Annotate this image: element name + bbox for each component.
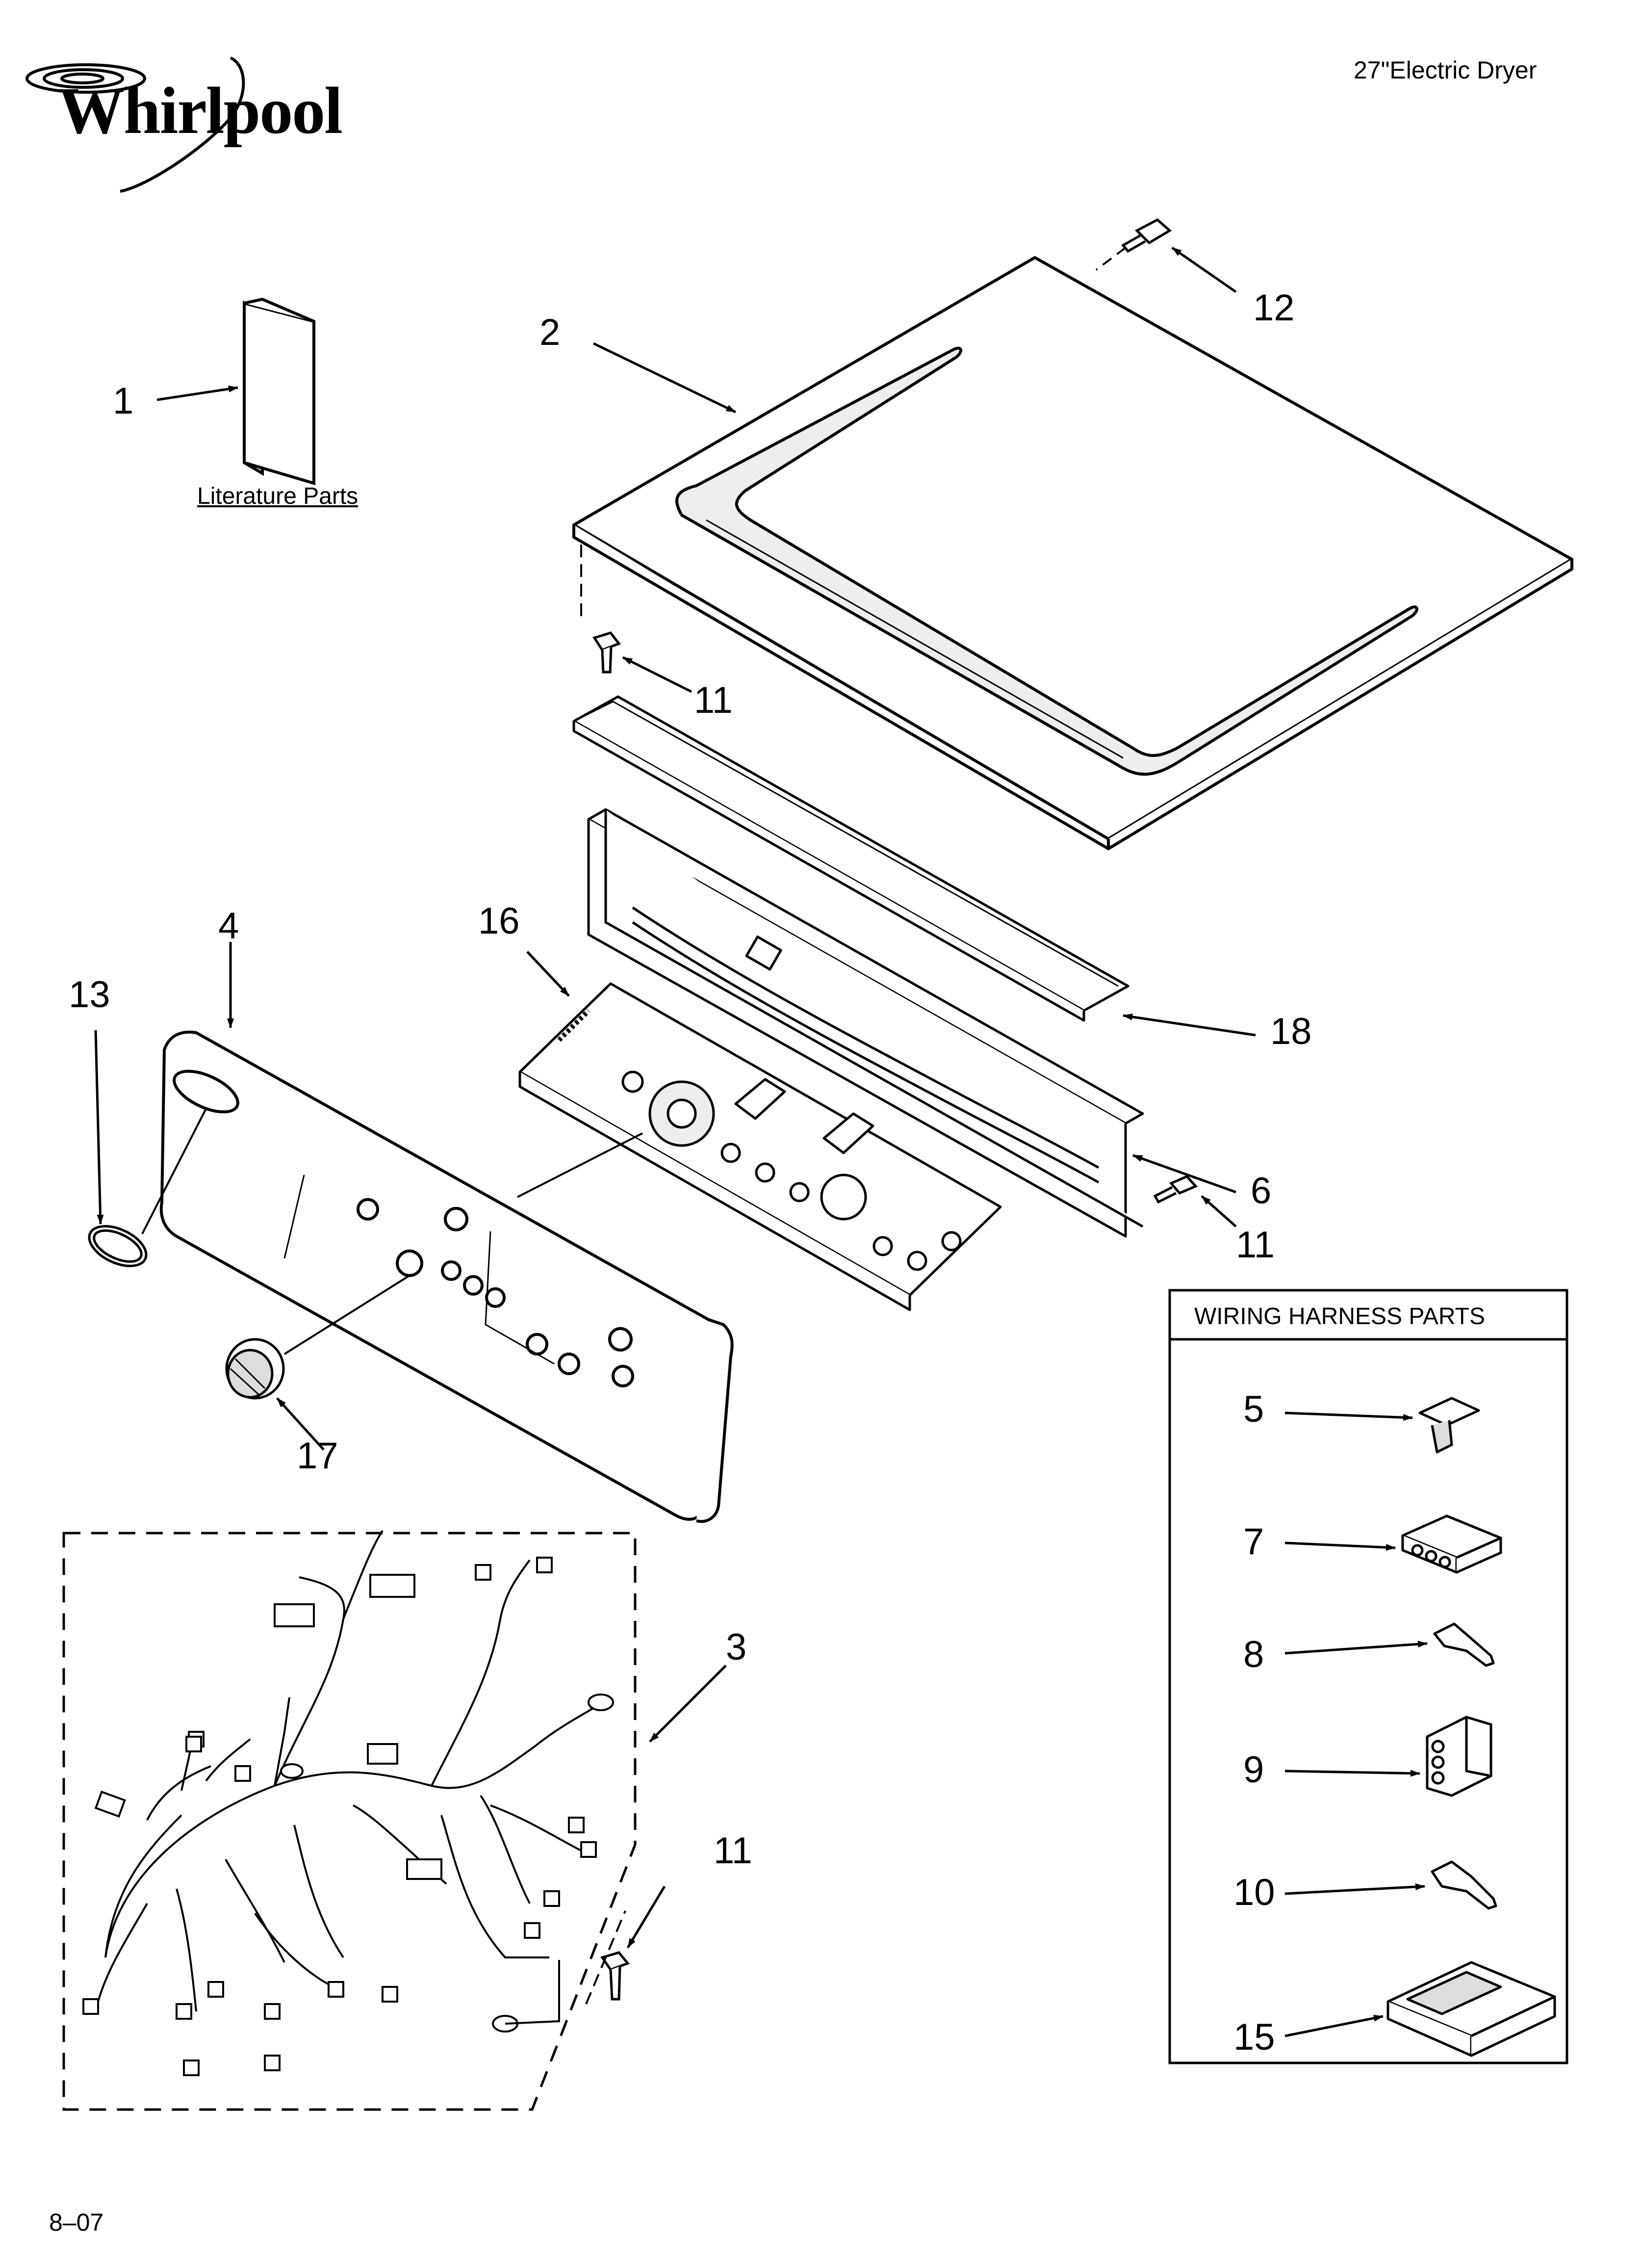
wiring-harness-title: WIRING HARNESS PARTS	[1194, 1303, 1485, 1330]
housing-9-icon	[1426, 1716, 1492, 1797]
callout-16: 16	[478, 900, 520, 942]
leader-8	[1284, 1641, 1428, 1655]
control-board-16	[518, 982, 1002, 1311]
leader-1	[156, 385, 238, 401]
callout-8: 8	[1243, 1634, 1264, 1675]
top-panel	[572, 256, 1573, 850]
clip-5-icon	[1418, 1397, 1480, 1454]
screw-11-right-icon	[1153, 1174, 1198, 1204]
callout-11-lower: 11	[714, 1830, 752, 1872]
callout-9: 9	[1243, 1749, 1264, 1791]
callout-10: 10	[1233, 1872, 1275, 1913]
leader-17	[276, 1397, 325, 1451]
terminal-10-icon	[1431, 1860, 1497, 1910]
dash-knob	[283, 1275, 410, 1355]
leader-16	[526, 951, 570, 997]
bracket-18	[572, 695, 1129, 1022]
terminal-8-icon	[1433, 1622, 1495, 1667]
wiring-harness-box	[1168, 1289, 1568, 2064]
model-description: 27"Electric Dryer	[1354, 56, 1537, 84]
leader-5	[1284, 1411, 1413, 1421]
callout-5: 5	[1243, 1388, 1264, 1430]
callout-17: 17	[297, 1435, 338, 1477]
revision-code: 8–07	[49, 2209, 104, 2236]
leader-9	[1284, 1770, 1420, 1777]
callout-15: 15	[1233, 2016, 1275, 2058]
leader-6	[1132, 1154, 1236, 1194]
leader-12	[1171, 246, 1237, 293]
connector-15-icon	[1386, 1961, 1556, 2057]
wiring-harness-3	[82, 1530, 614, 2076]
brand-logo: Whirlpool	[58, 74, 343, 148]
callout-1: 1	[113, 380, 134, 422]
leader-3	[649, 1665, 727, 1743]
callout-4: 4	[218, 905, 239, 947]
leader-10	[1284, 1883, 1425, 1895]
console-4	[159, 1030, 734, 1523]
leader-11-lower	[626, 1885, 666, 1949]
callout-2: 2	[539, 312, 561, 353]
console-bracket-6	[587, 808, 1144, 1238]
leader-2	[592, 342, 737, 414]
harness-boundary	[62, 1532, 637, 2111]
leader-11-upper	[622, 656, 693, 693]
dash-12	[1095, 247, 1127, 271]
whirlpool-logo-icon	[26, 56, 245, 193]
leader-7	[1284, 1541, 1396, 1551]
leader-11-right	[1201, 1195, 1237, 1227]
knob-17	[225, 1338, 285, 1400]
callout-11-upper: 11	[694, 679, 733, 721]
screw-12-icon	[1121, 218, 1172, 253]
badge-13	[88, 1225, 148, 1267]
connector-7-icon	[1401, 1514, 1502, 1574]
callout-12: 12	[1253, 287, 1295, 329]
dash-11-lower	[585, 1910, 626, 2005]
callout-11-right: 11	[1236, 1224, 1275, 1266]
callout-13: 13	[69, 974, 110, 1016]
leader-13	[94, 1030, 104, 1225]
callout-18: 18	[1270, 1011, 1312, 1052]
screw-11-lower-icon	[600, 1951, 630, 2001]
dash-board	[517, 1132, 643, 1198]
callout-7: 7	[1243, 1521, 1264, 1563]
screw-11-upper-icon	[592, 631, 621, 674]
leader-15	[1284, 2014, 1384, 2037]
literature-parts-label: Literature Parts	[197, 483, 359, 509]
literature-booklet	[243, 297, 315, 486]
dash-badge	[141, 1108, 207, 1234]
leader-18	[1123, 1013, 1256, 1037]
callout-6: 6	[1251, 1170, 1272, 1212]
callout-3: 3	[726, 1626, 747, 1668]
